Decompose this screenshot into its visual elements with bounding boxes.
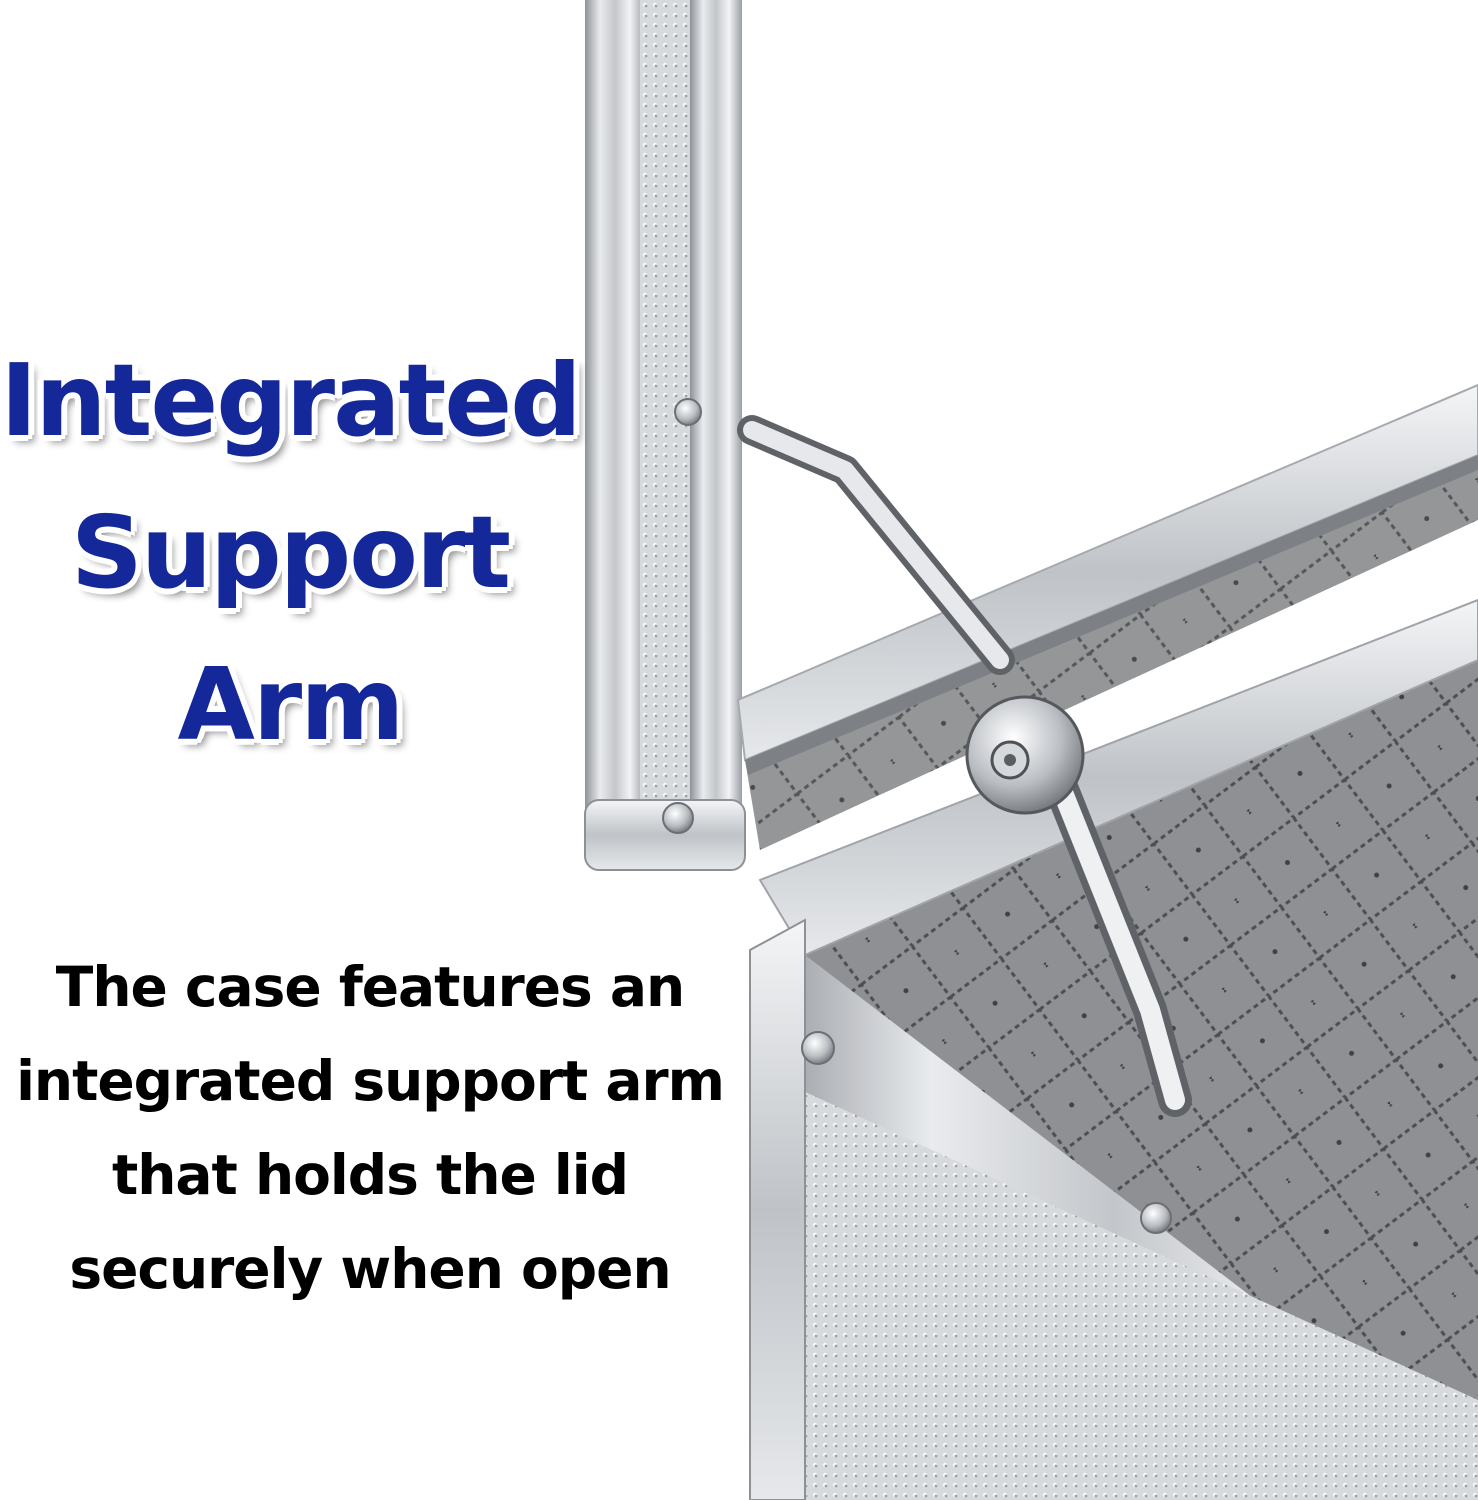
headline-line-1: Integrated: [0, 342, 582, 459]
feature-description: The case features an integrated support …: [0, 940, 740, 1316]
description-line-1: The case features an: [55, 955, 685, 1019]
description-line-4: securely when open: [69, 1237, 671, 1301]
headline-line-2: Support: [70, 494, 511, 611]
description-line-2: integrated support arm: [16, 1049, 725, 1113]
feature-headline: Integrated Support Arm: [0, 325, 582, 781]
headline-line-3: Arm: [177, 646, 405, 763]
description-line-3: that holds the lid: [111, 1143, 629, 1207]
